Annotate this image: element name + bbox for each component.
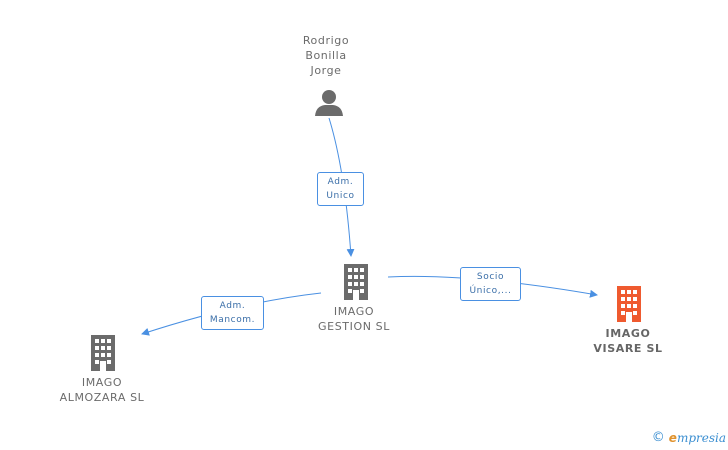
company-name-almozara[interactable]: IMAGO ALMOZARA SL: [50, 375, 154, 405]
person-icon[interactable]: [314, 88, 344, 118]
edge-label-adm-unico[interactable]: Adm. Unico: [317, 172, 364, 206]
edge-label-line: Adm.: [219, 301, 246, 311]
company-name-line: GESTION SL: [318, 320, 390, 333]
person-name-line: Rodrigo: [302, 34, 350, 47]
company-name-visare[interactable]: IMAGO VISARE SL: [576, 326, 680, 356]
edge-label-line: Mancom.: [209, 315, 256, 325]
brand-initial: e: [668, 430, 677, 445]
company-name-line: VISARE SL: [593, 342, 663, 355]
copyright-symbol: ©: [651, 430, 665, 445]
edge-label-adm-mancom[interactable]: Adm. Mancom.: [201, 296, 264, 330]
person-name-line: Jorge: [310, 64, 342, 77]
company-name-line: ALMOZARA SL: [59, 391, 145, 404]
edge-label-socio-unico[interactable]: Socio Único,...: [460, 267, 521, 301]
company-name-line: IMAGO: [81, 376, 123, 389]
company-name-gestion[interactable]: IMAGO GESTION SL: [304, 304, 404, 334]
building-icon[interactable]: [88, 335, 118, 371]
empresia-watermark: © e mpresia: [652, 430, 726, 445]
edge-label-line: Único,...: [469, 286, 512, 296]
edge-label-line: Socio: [476, 272, 505, 282]
building-icon-focus[interactable]: [614, 286, 644, 322]
company-name-line: IMAGO: [333, 305, 375, 318]
company-name-line: IMAGO: [605, 327, 651, 340]
edge-label-line: Adm.: [327, 177, 354, 187]
brand-name: mpresia: [676, 430, 726, 445]
person-name[interactable]: Rodrigo Bonilla Jorge: [286, 33, 366, 78]
building-icon[interactable]: [341, 264, 371, 300]
person-name-line: Bonilla: [305, 49, 347, 62]
edge-label-line: Unico: [326, 191, 355, 201]
